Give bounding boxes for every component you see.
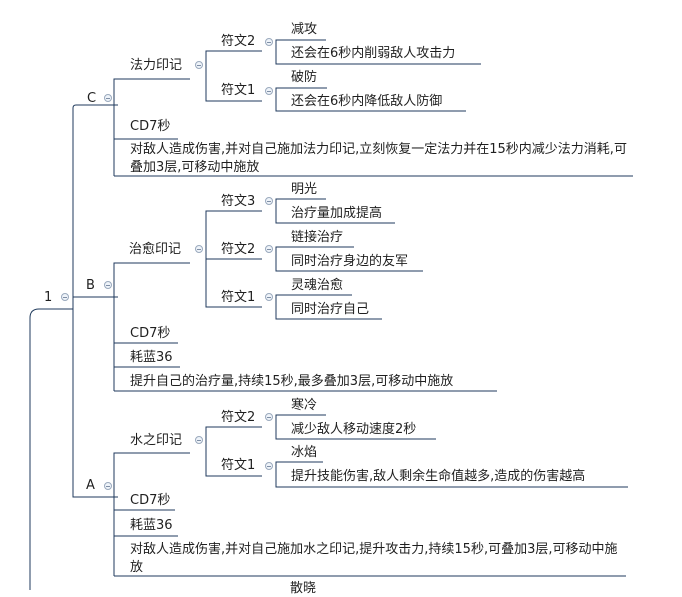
branch-a-rune1-name[interactable]: 冰焰 — [291, 445, 318, 460]
branch-c-rune2-name[interactable]: 减攻 — [291, 22, 318, 37]
branch-b-title[interactable]: 治愈印记 — [129, 242, 182, 257]
collapse-toggle-icon[interactable] — [104, 482, 112, 490]
branch-a-rune1-label[interactable]: 符文1 — [221, 458, 256, 473]
collapse-toggle-icon[interactable] — [265, 462, 273, 470]
collapse-toggle-icon[interactable] — [104, 281, 112, 289]
collapse-toggle-icon[interactable] — [265, 38, 273, 46]
collapse-toggle-icon[interactable] — [265, 87, 273, 95]
branch-b-cost[interactable]: 耗蓝36 — [130, 350, 173, 365]
collapse-toggle-icon[interactable] — [265, 245, 273, 253]
branch-a-title[interactable]: 水之印记 — [130, 433, 183, 448]
partial-node[interactable]: 散晓 — [290, 581, 317, 596]
branch-b-rune3-name[interactable]: 明光 — [291, 182, 318, 197]
branch-c-cd[interactable]: CD7秒 — [130, 119, 171, 134]
branch-c-rune2-desc[interactable]: 还会在6秒内削弱敌人攻击力 — [291, 46, 456, 61]
branch-a-cost[interactable]: 耗蓝36 — [130, 518, 173, 533]
collapse-toggle-icon[interactable] — [104, 94, 112, 102]
branch-b-node[interactable]: B — [86, 278, 95, 293]
branch-b-rune1-label[interactable]: 符文1 — [221, 290, 256, 305]
collapse-toggle-icon[interactable] — [195, 245, 203, 253]
branch-b-rune3-label[interactable]: 符文3 — [221, 194, 256, 209]
branch-a-cd[interactable]: CD7秒 — [130, 493, 171, 508]
collapse-toggle-icon[interactable] — [265, 413, 273, 421]
branch-c-rune1-label[interactable]: 符文1 — [221, 83, 256, 98]
branch-c-rune2-label[interactable]: 符文2 — [221, 34, 256, 49]
collapse-toggle-icon[interactable] — [265, 293, 273, 301]
branch-c-desc[interactable]: 对敌人造成伤害,并对自己施加法力印记,立刻恢复一定法力并在15秒内减少法力消耗,… — [130, 142, 627, 175]
branch-b-rune1-desc[interactable]: 同时治疗自己 — [291, 302, 370, 317]
branch-b-rune2-desc[interactable]: 同时治疗身边的友军 — [291, 254, 409, 269]
branch-a-rune2-desc[interactable]: 减少敌人移动速度2秒 — [291, 422, 417, 437]
collapse-toggle-icon[interactable] — [195, 436, 203, 444]
branch-a-node[interactable]: A — [86, 478, 95, 493]
branch-a-rune1-desc[interactable]: 提升技能伤害,敌人剩余生命值越多,造成的伤害越高 — [291, 469, 586, 484]
branch-b-rune1-name[interactable]: 灵魂治愈 — [291, 278, 344, 293]
branch-b-rune2-label[interactable]: 符文2 — [221, 242, 256, 257]
collapse-toggle-icon[interactable] — [61, 293, 69, 301]
branch-a-desc[interactable]: 对敌人造成伤害,并对自己施加水之印记,提升攻击力,持续15秒,可叠加3层,可移动… — [130, 542, 618, 575]
branch-c-title[interactable]: 法力印记 — [130, 58, 183, 73]
branch-b-rune3-desc[interactable]: 治疗量加成提高 — [291, 206, 383, 221]
branch-b-cd[interactable]: CD7秒 — [130, 326, 171, 341]
branch-c-rune1-name[interactable]: 破防 — [291, 70, 318, 85]
branch-a-rune2-name[interactable]: 寒冷 — [291, 398, 318, 413]
collapse-toggle-icon[interactable] — [265, 197, 273, 205]
collapse-toggle-icon[interactable] — [195, 61, 203, 69]
branch-c-rune1-desc[interactable]: 还会在6秒内降低敌人防御 — [291, 94, 443, 109]
root-node[interactable]: 1 — [44, 290, 53, 305]
branch-b-desc[interactable]: 提升自己的治疗量,持续15秒,最多叠加3层,可移动中施放 — [130, 374, 454, 389]
branch-c-node[interactable]: C — [87, 91, 97, 106]
branch-a-rune2-label[interactable]: 符文2 — [221, 410, 256, 425]
branch-b-rune2-name[interactable]: 链接治疗 — [291, 230, 344, 245]
